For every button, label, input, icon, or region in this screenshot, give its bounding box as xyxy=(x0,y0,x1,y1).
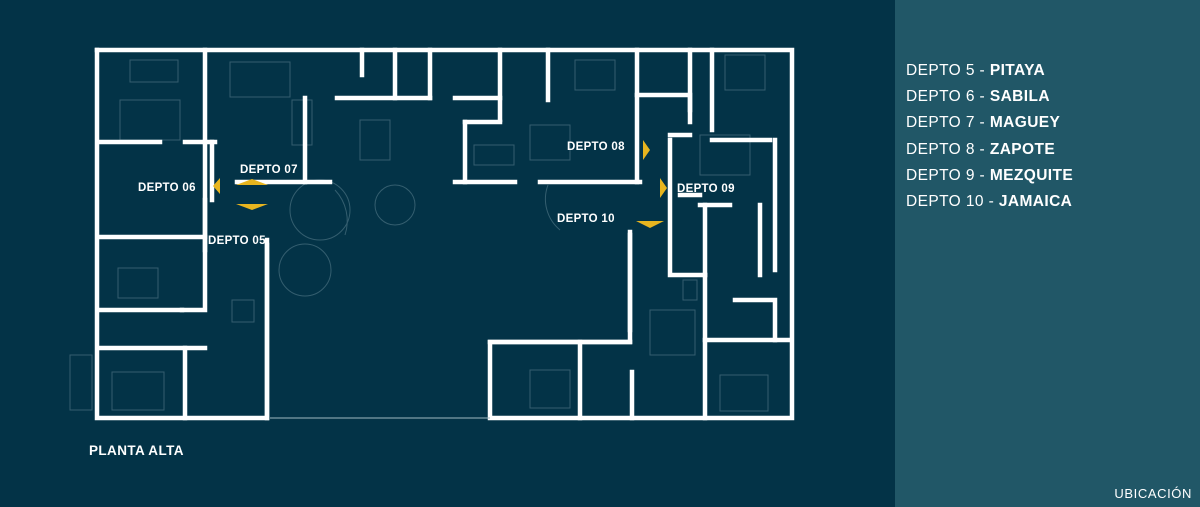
unit-name: SABILA xyxy=(989,88,1050,106)
unit-legend-item[interactable]: DEPTO 5 - PITAYA xyxy=(906,61,1073,87)
unit-tag-depto-09[interactable]: DEPTO 09 xyxy=(677,183,735,195)
unit-name: JAMAICA xyxy=(998,192,1073,210)
floor-plan-title: PLANTA ALTA xyxy=(89,443,184,458)
unit-code: DEPTO 10 - xyxy=(906,192,999,210)
entry-arrow-depto-05 xyxy=(236,204,268,210)
unit-tag-depto-07[interactable]: DEPTO 07 xyxy=(240,164,298,176)
unit-code: DEPTO 5 - xyxy=(906,62,990,79)
unit-name: MEZQUITE xyxy=(989,166,1074,184)
unit-name: MAGUEY xyxy=(989,114,1061,132)
entry-arrow-depto-08 xyxy=(643,140,650,160)
entry-arrow-depto-06 xyxy=(213,178,220,194)
unit-code: DEPTO 7 - xyxy=(906,114,990,132)
unit-tag-depto-08[interactable]: DEPTO 08 xyxy=(567,141,625,153)
walls xyxy=(94,47,795,421)
floor-plan-area: DEPTO 07 DEPTO 06 DEPTO 05 DEPTO 08 DEPT… xyxy=(69,47,795,458)
unit-name: PITAYA xyxy=(989,62,1046,79)
entry-arrow-depto-10 xyxy=(636,221,664,228)
unit-code: DEPTO 8 - xyxy=(906,140,990,158)
unit-legend-item[interactable]: DEPTO 7 - MAGUEY xyxy=(906,113,1073,139)
entry-markers xyxy=(213,140,667,228)
unit-name: ZAPOTE xyxy=(989,140,1056,158)
unit-legend-list: DEPTO 5 - PITAYA DEPTO 6 - SABILA DEPTO … xyxy=(906,61,1073,218)
entry-arrow-depto-09 xyxy=(660,178,667,198)
unit-code: DEPTO 6 - xyxy=(906,88,990,106)
unit-legend-item[interactable]: DEPTO 9 - MEZQUITE xyxy=(906,166,1073,192)
entry-arrow-depto-07 xyxy=(236,179,268,185)
unit-code: DEPTO 9 - xyxy=(906,166,990,184)
floor-plan xyxy=(69,47,795,421)
furniture-details xyxy=(69,54,769,412)
unit-legend-panel: DEPTO 5 - PITAYA DEPTO 6 - SABILA DEPTO … xyxy=(895,0,1200,507)
unit-legend-item[interactable]: DEPTO 10 - JAMAICA xyxy=(906,192,1073,218)
unit-tag-depto-10[interactable]: DEPTO 10 xyxy=(557,213,615,225)
unit-tag-depto-06[interactable]: DEPTO 06 xyxy=(138,182,196,194)
location-link[interactable]: UBICACIÓN xyxy=(1114,486,1192,501)
unit-tag-depto-05[interactable]: DEPTO 05 xyxy=(208,235,266,247)
unit-legend-item[interactable]: DEPTO 8 - ZAPOTE xyxy=(906,140,1073,166)
unit-legend-item[interactable]: DEPTO 6 - SABILA xyxy=(906,87,1073,113)
